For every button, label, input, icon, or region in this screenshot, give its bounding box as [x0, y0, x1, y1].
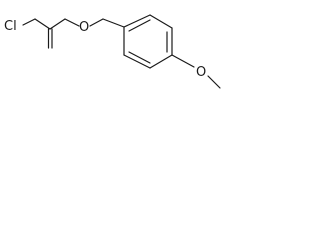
ring-bond-1 — [123, 14, 151, 28]
bond-c-alkene-ch2 — [49, 18, 66, 30]
bond-ch2-ether-o — [64, 18, 80, 27]
atom-label-ether-oxygen: O — [79, 20, 89, 35]
bond-ch2-ring — [102, 18, 125, 28]
ring-bond-2 — [149, 14, 173, 29]
ring-bond-4 — [149, 54, 173, 69]
chemical-structure-diagram: Cl O O — [4, 14, 221, 89]
atom-label-methoxy-oxygen: O — [196, 65, 206, 80]
bond-ring-methoxy-o — [171, 54, 195, 68]
bond-cl-ch2 — [22, 18, 36, 26]
bond-methoxy-o-ch3 — [207, 75, 221, 89]
ring-bond-5 — [123, 54, 151, 69]
bond-ether-o-ch2 — [89, 18, 104, 27]
ring-double-bond-c — [128, 51, 151, 64]
ring-double-bond-a — [128, 19, 151, 32]
bond-ch2-c-alkene — [34, 18, 51, 30]
atom-label-chlorine: Cl — [4, 19, 17, 34]
